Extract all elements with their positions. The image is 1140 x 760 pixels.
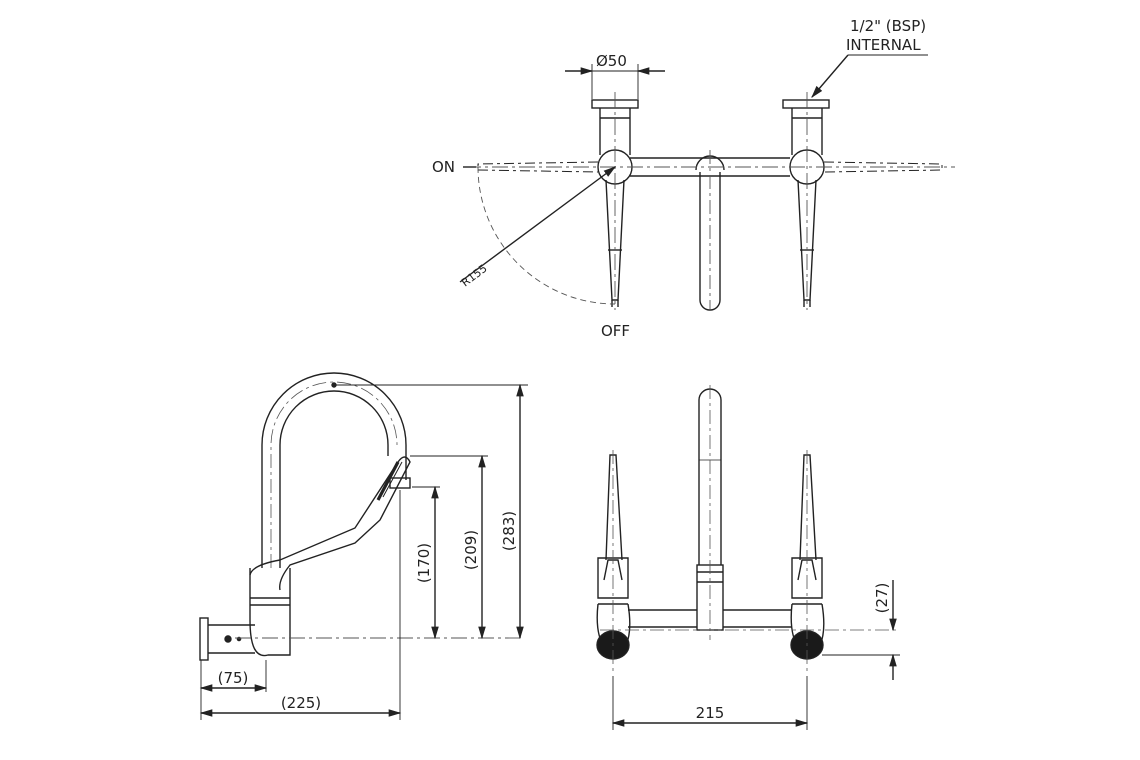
front-spout [696,385,724,640]
side-wall-flange [199,617,255,661]
dim-209 [410,454,488,640]
dim-215-label: 215 [696,704,725,722]
front-right-valve [790,450,825,675]
side-view [199,372,528,720]
dim-75-label: (75) [218,669,249,687]
front-view [596,385,900,730]
thread-spec-line2: INTERNAL [846,36,921,54]
dim-283 [336,383,528,640]
thread-spec-line1: 1/2" (BSP) [850,17,926,35]
right-lever-on-phantom [823,161,943,173]
front-bridge-bar [628,609,792,628]
radius-leader [459,166,617,283]
off-label: OFF [601,322,630,340]
side-lever [249,456,411,591]
dim-170-label: (170) [415,543,433,583]
dim-209-label: (209) [462,530,480,570]
dim-283-label: (283) [500,511,518,551]
dim-225 [199,490,402,720]
right-flange [782,99,830,155]
on-label: ON [432,158,455,176]
side-spout [261,372,411,568]
top-spout [695,150,725,311]
thread-leader [811,54,849,98]
dim-170 [412,485,440,640]
dim-27-label: (27) [873,583,891,614]
front-left-valve [596,450,631,675]
flange-diameter-label: Ø50 [596,52,627,70]
rotation-arc [477,166,616,305]
dim-215 [611,676,809,730]
right-lever-off [797,179,817,307]
dim-flange-diameter [565,64,665,99]
radius-label: R155 [459,262,490,290]
side-body [249,568,291,657]
top-view [459,54,955,311]
left-lever-off [605,179,625,307]
dim-225-label: (225) [281,694,321,712]
